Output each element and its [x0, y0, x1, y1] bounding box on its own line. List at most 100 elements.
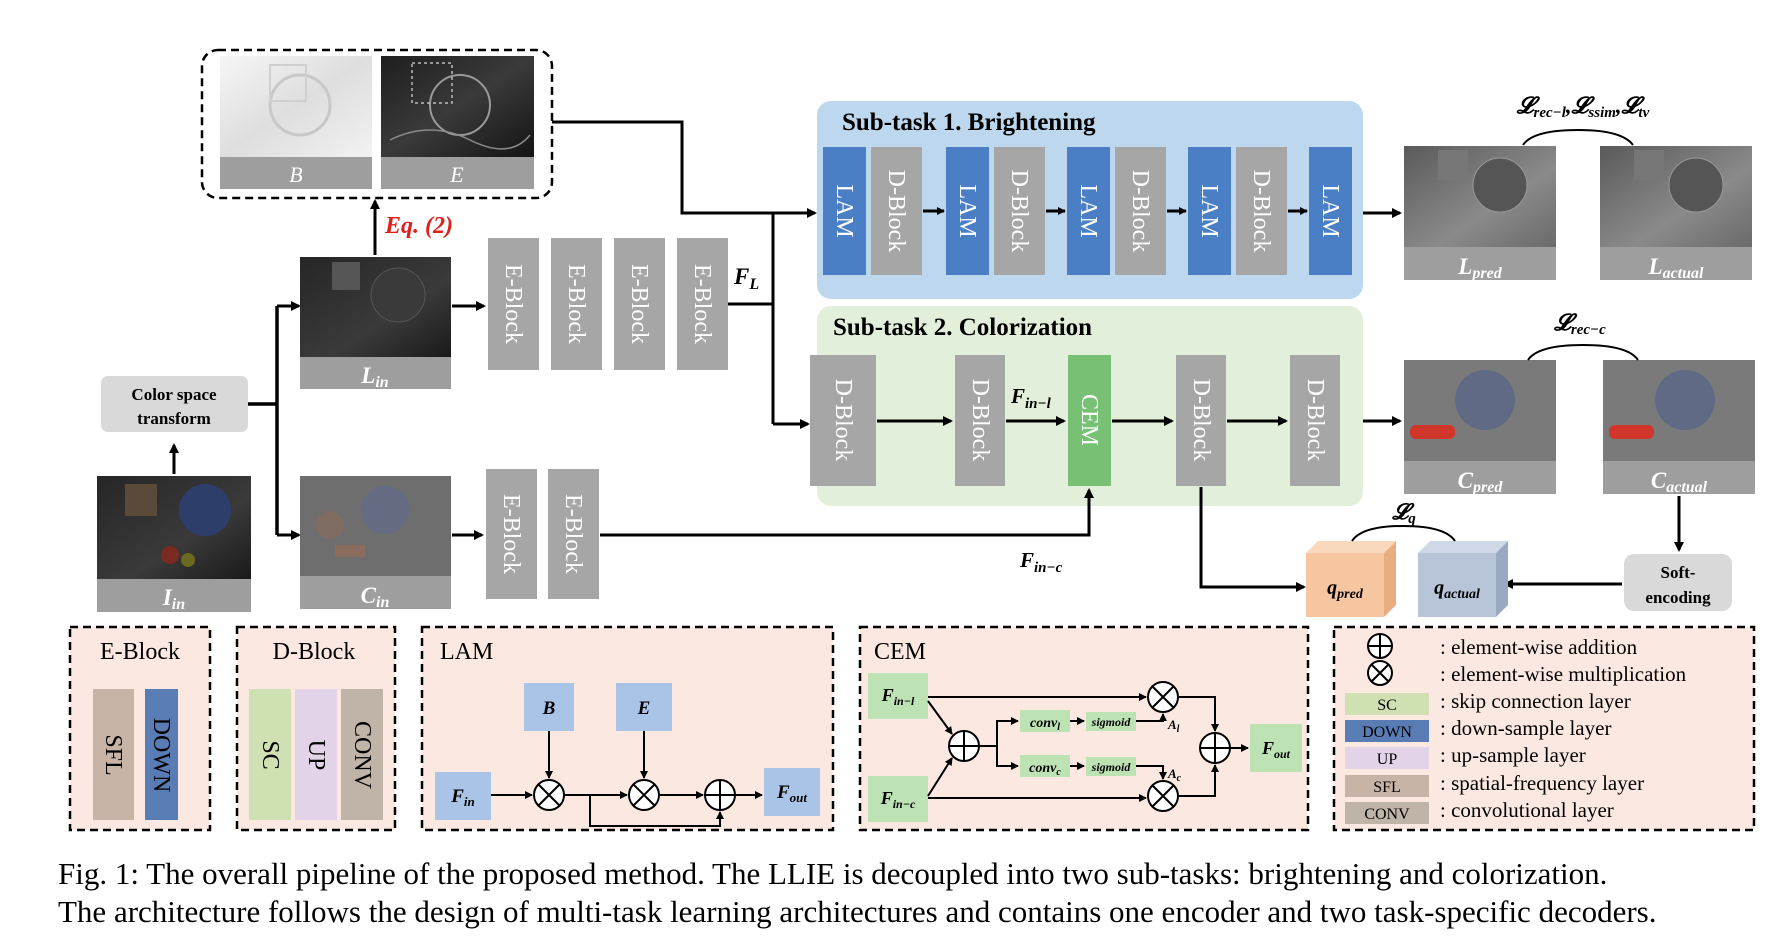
svg-text:Cactual: Cactual	[1651, 468, 1708, 496]
cem-add-1-icon	[948, 730, 980, 762]
color-space-label-2: transform	[137, 409, 211, 428]
legend-add-text: : element-wise addition	[1440, 635, 1638, 659]
svg-text:Cin: Cin	[361, 583, 390, 611]
lam-add-icon	[704, 779, 736, 811]
svg-text:Lin: Lin	[360, 363, 389, 391]
svg-text:qactual: qactual	[1434, 577, 1480, 602]
pipeline-diagram: B E Eq. (2) Iin Color space transform Li…	[68, 48, 1756, 832]
legend-up-key: UP	[1377, 751, 1398, 768]
c-actual-label: C	[1651, 468, 1667, 493]
l-in-label: L	[360, 363, 375, 388]
subtask2-blocks: D-Block D-Block CEM D-Block D-Block	[810, 355, 1340, 486]
cem-label: CEM	[1076, 394, 1102, 446]
cem-fout-label: Fout	[1261, 738, 1291, 761]
cem-legend	[858, 625, 1310, 832]
dblock-legend-title: D-Block	[273, 639, 356, 665]
dblock-c4-label: D-Block	[1302, 379, 1328, 462]
lam-multiply-1-icon	[533, 779, 565, 811]
svg-text:Lactual: Lactual	[1648, 254, 1705, 282]
conv-label: CONV	[349, 721, 375, 790]
subtask1-blocks: LAM D-Block LAM D-Block LAM D-Block LAM …	[823, 147, 1352, 275]
cem-add-2-icon	[1199, 732, 1231, 764]
f-in-c-label: Fin−c	[1019, 548, 1063, 576]
f-l-label: FL	[733, 264, 759, 293]
l-actual-image: Lactual	[1600, 146, 1752, 282]
eblock-l3-label: E-Block	[626, 264, 652, 344]
legend-up-text: : up-sample layer	[1440, 743, 1586, 767]
f-in-l-label: Fin−l	[1010, 384, 1052, 412]
q-pred-cube: qpred	[1306, 541, 1396, 617]
l-actual-label: L	[1648, 254, 1663, 279]
eblock-c2-label: E-Block	[560, 494, 586, 574]
eq2-label: Eq. (2)	[384, 213, 453, 239]
color-space-transform-box	[101, 376, 248, 432]
subtask1-title: Sub-task 1. Brightening	[842, 109, 1096, 136]
sc-label: SC	[257, 740, 283, 769]
eblock-l2-label: E-Block	[563, 264, 589, 344]
q-pred-label: q	[1327, 577, 1337, 599]
soft-encoding-label-1: Soft-	[1661, 563, 1696, 582]
dblock-b2-label: D-Block	[1006, 170, 1032, 253]
legend-down-text: : down-sample layer	[1440, 716, 1611, 740]
cem-al-label: Al	[1167, 717, 1180, 735]
lam1-label: LAM	[831, 184, 857, 237]
color-space-label-1: Color space	[131, 385, 217, 404]
l-pred-image: Lpred	[1404, 146, 1556, 282]
cem-ac-label: Ac	[1167, 766, 1182, 784]
lam-e-label: E	[637, 698, 651, 719]
lam-fout-label: Fout	[776, 782, 807, 805]
sfl-label: SFL	[100, 734, 126, 775]
caption-line-2: The architecture follows the design of m…	[58, 894, 1657, 929]
eblock-legend-title: E-Block	[100, 639, 180, 665]
caption-line-1: Fig. 1: The overall pipeline of the prop…	[58, 856, 1608, 891]
legend-add-icon	[1367, 633, 1393, 659]
svg-text:Lpred: Lpred	[1457, 254, 1502, 282]
svg-text:Cpred: Cpred	[1458, 468, 1504, 496]
legend-multiply-icon	[1367, 660, 1393, 686]
eblock-c1-label: E-Block	[498, 494, 524, 574]
cem-sigmoid-c-label: sigmoid	[1091, 760, 1132, 774]
figure-caption: Fig. 1: The overall pipeline of the prop…	[58, 855, 1788, 931]
lam4-label: LAM	[1196, 184, 1222, 237]
soft-encoding-box	[1624, 554, 1732, 611]
lam3-label: LAM	[1075, 184, 1101, 237]
lam2-label: LAM	[954, 184, 980, 237]
up-label: UP	[303, 740, 329, 771]
loss-brightening-label: 𝓛rec−l,𝓛ssim,𝓛tv	[1516, 93, 1650, 121]
eq2-output-box	[200, 48, 554, 200]
encoder-l-eblocks: E-Block E-Block E-Block E-Block	[488, 238, 728, 370]
legend-multiply-text: : element-wise multiplication	[1440, 662, 1687, 686]
l-in-image: Lin	[300, 257, 451, 391]
lam-multiply-2-icon	[628, 779, 660, 811]
legend-sfl-key: SFL	[1373, 779, 1401, 796]
lam-legend-title: LAM	[440, 639, 493, 665]
dblock-b1-label: D-Block	[883, 170, 909, 253]
cem-sigmoid-l-label: sigmoid	[1091, 715, 1132, 729]
c-in-image: Cin	[300, 476, 451, 611]
cem-finl-label: Fin−l	[881, 685, 915, 708]
i-in-label: I	[162, 585, 173, 610]
eblock-l4-label: E-Block	[689, 264, 715, 344]
legend-sfl-text: : spatial-frequency layer	[1440, 771, 1644, 795]
legend-sc-key: SC	[1377, 697, 1397, 714]
b-map-image: B	[220, 56, 372, 189]
svg-text:qpred: qpred	[1327, 577, 1364, 602]
loss-rec-c-label: 𝓛rec−c	[1553, 310, 1606, 338]
legend-conv-text: : convolutional layer	[1440, 798, 1614, 822]
cem-multiply-c-icon	[1147, 780, 1179, 812]
lam-fin-label: Fin	[450, 786, 475, 809]
legend-sc-text: : skip connection layer	[1440, 689, 1631, 713]
c-pred-label: C	[1458, 468, 1474, 493]
dblock-c3-label: D-Block	[1188, 379, 1214, 462]
dblock-c1-label: D-Block	[830, 379, 856, 462]
encoder-c-eblocks: E-Block E-Block	[486, 469, 599, 599]
cem-multiply-l-icon	[1147, 681, 1179, 713]
l-pred-label: L	[1457, 254, 1472, 279]
lam-b-label: B	[542, 698, 556, 719]
down-label: DOWN	[148, 718, 174, 793]
svg-text:Iin: Iin	[162, 585, 185, 613]
i-in-image: Iin	[97, 476, 251, 613]
loss-q-label: 𝓛q	[1391, 499, 1416, 527]
c-actual-image: Cactual	[1603, 360, 1755, 496]
subtask2-title: Sub-task 2. Colorization	[833, 314, 1092, 341]
